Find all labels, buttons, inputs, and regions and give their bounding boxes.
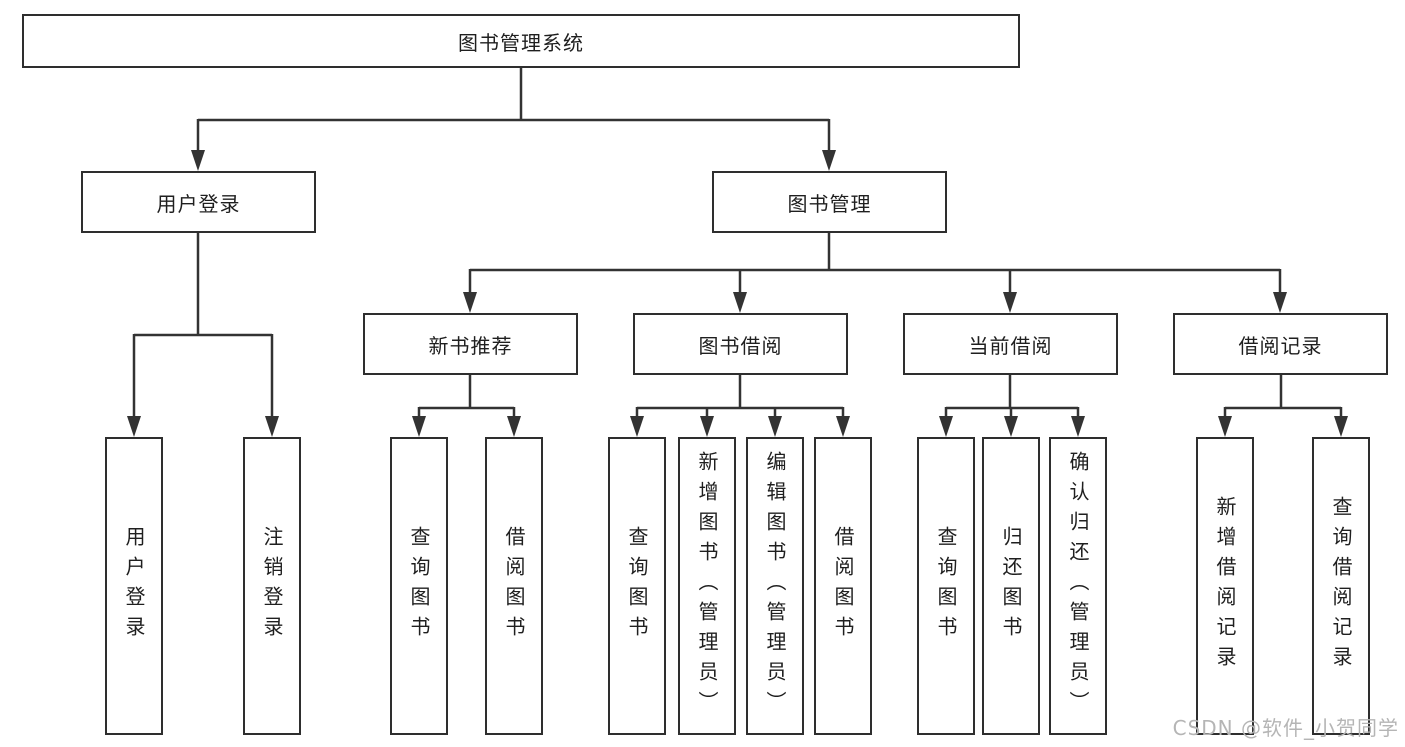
node-label: 图书借阅: [698, 333, 783, 358]
node-label: 借阅图书: [502, 526, 526, 646]
node-label: 新增借阅记录: [1213, 496, 1237, 676]
leaf-return-book: 归还图书: [982, 437, 1040, 735]
node-label: 借阅图书: [831, 526, 855, 646]
node-label: 新增图书（管理员）: [695, 451, 719, 721]
node-user-login: 用户登录: [81, 171, 316, 233]
node-label: 图书管理: [787, 191, 872, 216]
node-new-book-recommend: 新书推荐: [363, 313, 578, 375]
node-borrowing-records: 借阅记录: [1173, 313, 1388, 375]
leaf-add-book-admin: 新增图书（管理员）: [678, 437, 736, 735]
node-label: 查询图书: [625, 526, 649, 646]
node-label: 查询图书: [407, 526, 431, 646]
leaf-edit-book-admin: 编辑图书（管理员）: [746, 437, 804, 735]
node-current-borrowing: 当前借阅: [903, 313, 1118, 375]
node-label: 确认归还（管理员）: [1066, 451, 1090, 721]
node-label: 图书管理系统: [458, 30, 584, 55]
node-label: 编辑图书（管理员）: [763, 451, 787, 721]
leaf-query-borrow-record: 查询借阅记录: [1312, 437, 1370, 735]
node-label: 查询借阅记录: [1329, 496, 1353, 676]
leaf-borrow-books-recommend: 借阅图书: [485, 437, 543, 735]
leaf-borrow-books-borrow: 借阅图书: [814, 437, 872, 735]
node-label: 当前借阅: [968, 333, 1053, 358]
leaf-query-books-borrow: 查询图书: [608, 437, 666, 735]
leaf-query-books-current: 查询图书: [917, 437, 975, 735]
leaf-confirm-return-admin: 确认归还（管理员）: [1049, 437, 1107, 735]
node-label: 查询图书: [934, 526, 958, 646]
leaf-logout: 注销登录: [243, 437, 301, 735]
leaf-add-borrow-record: 新增借阅记录: [1196, 437, 1254, 735]
node-label: 归还图书: [999, 526, 1023, 646]
node-label: 借阅记录: [1238, 333, 1323, 358]
leaf-query-books-recommend: 查询图书: [390, 437, 448, 735]
leaf-user-login: 用户登录: [105, 437, 163, 735]
node-label: 用户登录: [122, 526, 146, 646]
node-label: 注销登录: [260, 526, 284, 646]
node-label: 用户登录: [156, 191, 241, 216]
node-label: 新书推荐: [428, 333, 513, 358]
csdn-watermark: CSDN @软件_小贺同学: [1172, 716, 1399, 740]
node-book-management: 图书管理: [712, 171, 947, 233]
node-library-system-root: 图书管理系统: [22, 14, 1020, 68]
node-book-borrowing: 图书借阅: [633, 313, 848, 375]
